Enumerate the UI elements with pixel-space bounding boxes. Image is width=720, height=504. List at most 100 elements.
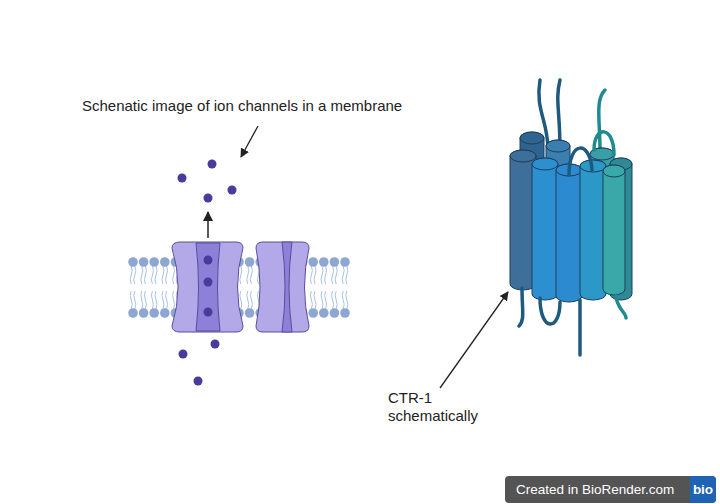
lipid-tail xyxy=(247,266,249,284)
lipid-tail xyxy=(144,291,146,309)
lipid-tail xyxy=(325,291,327,309)
lipid-head xyxy=(160,257,170,267)
lipid-tail xyxy=(325,266,327,284)
lipid-tail xyxy=(240,291,242,309)
leader-line xyxy=(440,292,508,388)
lipid-tail xyxy=(332,291,334,309)
lipid-head xyxy=(319,308,329,318)
loop-strand xyxy=(578,300,582,355)
lipid-tail xyxy=(166,266,168,284)
lipid-tail xyxy=(314,291,316,309)
lipid-tail xyxy=(346,266,348,284)
lipid-tail xyxy=(346,291,348,309)
helix-cylinder xyxy=(580,160,606,300)
helix-cylinder xyxy=(603,165,625,295)
lipid-tail xyxy=(134,266,136,284)
lipid-tail xyxy=(314,266,316,284)
lipid-head xyxy=(319,257,329,267)
lipid-tail xyxy=(310,266,312,284)
loop-strand xyxy=(599,90,605,150)
lipid-head xyxy=(330,308,340,318)
lipid-tail xyxy=(342,291,344,309)
ion xyxy=(228,186,237,195)
helix-cylinder xyxy=(556,164,582,302)
loop-strand xyxy=(594,132,614,155)
lipid-tail xyxy=(321,291,323,309)
ion-channel xyxy=(256,242,309,332)
lipid-head xyxy=(330,257,340,267)
lipid-tail xyxy=(151,266,153,284)
ctr1-protein xyxy=(510,80,632,355)
ion xyxy=(204,278,213,287)
lipid-tail xyxy=(342,266,344,284)
lipid-tail xyxy=(144,266,146,284)
lipid-head xyxy=(340,308,350,318)
lipid-tail xyxy=(134,291,136,309)
lipid-tail xyxy=(155,291,157,309)
lipid-tail xyxy=(162,291,164,309)
lipid-tail xyxy=(321,266,323,284)
node-text: Created in BioRender.com xyxy=(505,476,716,503)
ion xyxy=(211,340,220,349)
annotation-label: CTR-1 schematically xyxy=(388,389,493,425)
lipid-head xyxy=(245,308,255,318)
helix-top xyxy=(510,150,536,162)
ion-channel xyxy=(172,242,243,332)
ion xyxy=(204,194,213,203)
loop-strand xyxy=(569,148,592,175)
lipid-tail xyxy=(250,266,252,284)
channel-pore xyxy=(282,242,292,332)
lipid-head xyxy=(308,257,318,267)
lipid-tail xyxy=(173,266,175,284)
lipid-tail xyxy=(130,266,132,284)
annotation-label: Schenatic image of ion channels in a mem… xyxy=(82,97,462,115)
lipid-tail xyxy=(162,266,164,284)
node-text: bio xyxy=(690,476,716,503)
helix-cylinder xyxy=(532,158,558,300)
leader-line xyxy=(241,126,258,157)
flow-arrow xyxy=(207,212,209,238)
lipid-head xyxy=(245,257,255,267)
loop-strand xyxy=(540,298,560,324)
lipid-tail xyxy=(141,266,143,284)
ions xyxy=(178,160,237,386)
loop-strand xyxy=(616,295,626,318)
helix-top xyxy=(520,132,544,144)
ion xyxy=(204,256,213,265)
helix-top xyxy=(603,165,625,177)
ion xyxy=(208,160,217,169)
lipid-tail xyxy=(310,291,312,309)
lipid-head xyxy=(149,308,159,318)
loop-strand xyxy=(519,288,523,326)
channel-pore xyxy=(196,243,220,331)
lipid-tail xyxy=(166,291,168,309)
loop-strand xyxy=(558,80,560,150)
lipid-head xyxy=(340,257,350,267)
lipid-head xyxy=(308,308,318,318)
helix-top xyxy=(532,158,558,170)
lipid-head xyxy=(160,308,170,318)
lipid-tail xyxy=(247,291,249,309)
lipid-tail xyxy=(141,291,143,309)
ion xyxy=(194,377,203,386)
lipid-tail xyxy=(173,291,175,309)
ion xyxy=(179,350,188,359)
lipid-head xyxy=(149,257,159,267)
lipid-tail xyxy=(240,266,242,284)
lipid-tail xyxy=(151,291,153,309)
lipid-tail xyxy=(155,266,157,284)
lipid-head xyxy=(139,257,149,267)
lipid-tail xyxy=(250,291,252,309)
lipid-head xyxy=(139,308,149,318)
lipid-tail xyxy=(332,266,334,284)
ion xyxy=(178,174,187,183)
credit-badge: Created in BioRender.combio xyxy=(505,476,716,503)
lipid-tail xyxy=(335,291,337,309)
lipid-tail xyxy=(130,291,132,309)
logo-box: bio xyxy=(690,476,716,503)
helix-top xyxy=(546,140,570,152)
lipid-head xyxy=(128,308,138,318)
lipid-tail xyxy=(335,266,337,284)
ion xyxy=(204,308,213,317)
